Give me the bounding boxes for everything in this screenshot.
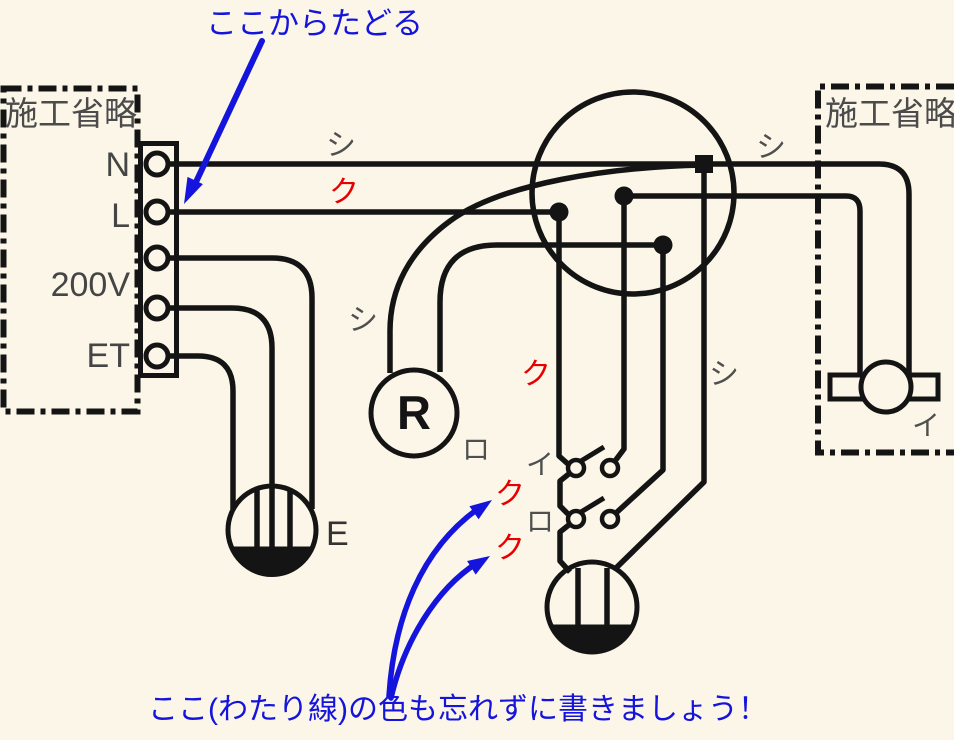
label-switch-feed: ク — [521, 358, 551, 391]
wire-lamp-neutral-curve — [387, 162, 704, 373]
terminal-200v-circle-2 — [143, 294, 171, 322]
terminal-200v-circle-1 — [143, 244, 171, 272]
crossover-arrow-lower-head — [467, 556, 490, 575]
label-lamp-neutral: シ — [348, 304, 378, 337]
connector-square-joint — [695, 155, 713, 173]
top-note-arrow — [184, 38, 265, 204]
wires — [168, 161, 912, 625]
terminal-n-label: N — [105, 146, 130, 184]
wire-switch-ro-return — [614, 246, 666, 516]
terminal-et-label: ET — [87, 337, 130, 375]
terminal-l-label: L — [111, 197, 130, 235]
label-source-neutral: シ — [326, 129, 356, 162]
wire-200v-mid — [168, 305, 275, 547]
switch-ro-blade — [579, 495, 606, 515]
ring-sleeve-joint-i — [614, 186, 634, 206]
switch-ro-left-contact — [565, 508, 587, 530]
switch-i-symbol — [565, 444, 621, 479]
crossover-arrow-upper-shaft — [386, 505, 482, 699]
label-source-live: ク — [329, 176, 359, 209]
top-note-text: ここからたどる — [206, 6, 423, 41]
switch-i-blade — [579, 444, 606, 464]
wire-earth — [168, 353, 236, 509]
terminal-200v-label: 200V — [51, 266, 131, 304]
bottom-note-text: ここ(わたり線)の色も忘れずに書きましょう！ — [148, 693, 768, 726]
lamp-receptacle-circle — [368, 367, 460, 459]
top-note-arrow-shaft — [193, 38, 265, 185]
wire-ceiling-return — [624, 193, 863, 374]
left-omission-title: 施工省略 — [5, 95, 137, 132]
wire-200v-right — [168, 255, 315, 509]
terminal-circles — [143, 150, 171, 370]
lamp-receptacle-letter: R — [397, 386, 431, 439]
switch-ro-symbol — [565, 495, 621, 530]
crossover-arrow-lower-shaft — [388, 560, 480, 701]
ring-sleeve-joint-ro — [653, 235, 673, 255]
crossover-arrows — [386, 500, 492, 701]
ceiling-light-label: イ — [912, 410, 940, 441]
lamp-circuit-label: ロ — [462, 434, 490, 465]
bottom-outlet-contact — [548, 624, 636, 654]
crossover-arrow-upper-head — [469, 500, 492, 520]
label-crossover-lower: ク — [495, 532, 525, 565]
label-right-neutral: シ — [756, 131, 786, 164]
label-crossover-upper: ク — [495, 478, 525, 511]
switch-ro-label: ロ — [526, 506, 554, 537]
terminal-et-circle — [143, 342, 171, 370]
earth-outlet-inner-leads — [254, 490, 293, 547]
left-omission-box — [0, 85, 141, 415]
wire-outlet-neutral — [613, 172, 707, 571]
label-outlet-neutral: シ — [709, 358, 739, 391]
switch-ro-right-contact — [599, 508, 621, 530]
wire-switch-i-return — [612, 197, 627, 463]
ring-sleeve-joint-live — [549, 202, 569, 222]
ceiling-light-circle — [858, 359, 914, 415]
earth-outlet-contact — [228, 546, 316, 577]
terminal-n-circle — [143, 150, 171, 178]
switch-i-label: イ — [526, 449, 554, 480]
right-omission-title: 施工省略 — [825, 95, 954, 132]
switch-i-right-contact — [599, 457, 621, 479]
right-omission-box — [815, 83, 954, 456]
wire-switch-feed-and-crossover — [556, 217, 573, 574]
switch-i-left-contact — [565, 457, 587, 479]
junction-box-circle — [529, 89, 737, 297]
wire-neutral-main — [168, 161, 912, 374]
terminal-l-circle — [143, 198, 171, 226]
top-note-arrow-head — [184, 176, 203, 204]
bottom-outlet-inner-leads — [575, 568, 610, 625]
wire-lamp-return — [437, 242, 663, 372]
earth-label: E — [326, 515, 349, 553]
